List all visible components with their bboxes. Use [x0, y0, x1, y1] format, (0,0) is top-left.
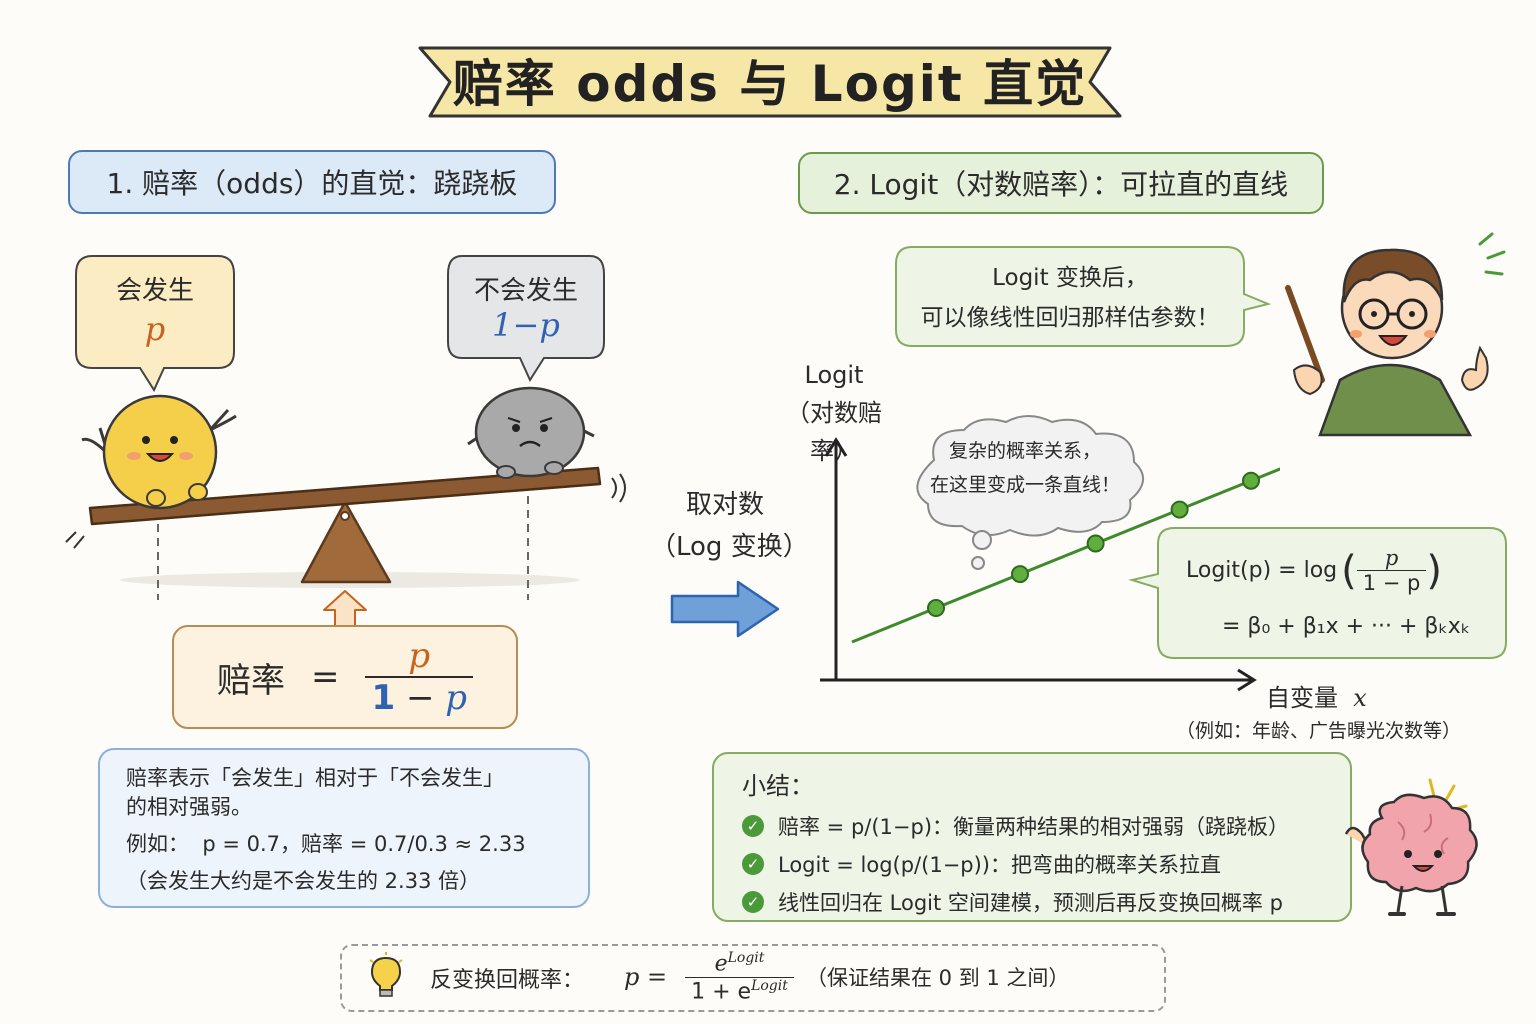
fit-point: [1086, 534, 1105, 553]
odds-fraction: p 1 − p: [365, 636, 474, 718]
happen-bubble: [75, 255, 235, 393]
happen-var: p: [144, 310, 166, 348]
odds-formula-box: 赔率 = p 1 − p: [172, 625, 518, 729]
fit-point: [1242, 471, 1260, 490]
inverse-formula: p = eLogit 1 + eLogit: [624, 948, 794, 1006]
up-arrow-icon: [323, 590, 367, 627]
summary-box: 小结： ✓赔率 = p/(1−p)：衡量两种结果的相对强弱（跷跷板） ✓Logi…: [712, 752, 1352, 922]
odds-note-line4: （会发生大约是不会发生的 2.33 倍）: [126, 869, 481, 893]
odds-denominator: 1 − p: [365, 676, 474, 718]
teacher-bubble-text: Logit 变换后， 可以像线性回归那样估参数！: [920, 265, 1220, 331]
section1-header: 1. 赔率（odds）的直觉：跷跷板: [68, 150, 556, 214]
right-arrow-icon: [670, 580, 780, 638]
brain-character: [1344, 778, 1478, 916]
inverse-note: （保证结果在 0 到 1 之间）: [806, 966, 1070, 990]
lightbulb-icon: [369, 952, 403, 997]
logit-formula-box: [1128, 527, 1507, 659]
sad-character: [467, 386, 595, 479]
odds-label: 赔率: [216, 660, 285, 701]
teacher-bubble: [895, 246, 1272, 347]
odds-note-line1: 赔率表示「会发生」相对于「不会发生」: [126, 766, 504, 790]
thought-cloud: [916, 415, 1144, 570]
logit-plot: [820, 437, 1280, 692]
summary-item: ✓Logit = log(p/(1−p))：把弯曲的概率关系拉直: [742, 845, 1322, 883]
seesaw-illustration: [65, 255, 626, 600]
inverse-transform-box: [340, 944, 1166, 1012]
logit-formula-rhs: = β₀ + β₁x + ··· + βₖxₖ: [1222, 614, 1471, 639]
thought-cloud-text: 复杂的概率关系， 在这里变成一条直线！: [929, 440, 1120, 496]
fit-point: [1170, 500, 1189, 519]
odds-note-box: 赔率表示「会发生」相对于「不会发生」 的相对强弱。 例如： p = 0.7，赔率…: [98, 748, 590, 908]
logit-formula-lhs: Logit(p) = log ( p 1 − p ): [1186, 546, 1442, 595]
page-title: 赔率 odds 与 Logit 直觉: [452, 55, 1088, 113]
odds-note-line2: 的相对强弱。: [126, 795, 252, 819]
check-icon: ✓: [742, 891, 764, 913]
y-axis-label: Logit （对数赔率）: [786, 361, 882, 465]
fit-point: [1011, 565, 1029, 584]
title-banner: [418, 46, 1122, 118]
odds-numerator: p: [408, 636, 431, 676]
check-icon: ✓: [742, 853, 764, 875]
summary-item: ✓线性回归在 Logit 空间建模，预测后再反变换回概率 p: [742, 883, 1322, 921]
x-axis-note: （例如：年龄、广告曝光次数等）: [1176, 720, 1462, 742]
x-axis-label: 自变量 x: [1266, 684, 1367, 712]
happy-character: [81, 394, 237, 510]
transform-label: 取对数 （Log 变换）: [650, 490, 809, 562]
summary-title: 小结：: [742, 772, 814, 800]
summary-item: ✓赔率 = p/(1−p)：衡量两种结果的相对强弱（跷跷板）: [742, 807, 1322, 845]
inverse-label: 反变换回概率：: [430, 968, 585, 993]
section2-header: 2. Logit（对数赔率）：可拉直的直线: [798, 152, 1324, 214]
not-happen-bubble: [447, 255, 605, 383]
not-happen-label: 不会发生: [473, 276, 578, 306]
teacher-character: [1285, 232, 1506, 437]
fit-point: [927, 599, 945, 618]
odds-note-line3: 例如： p = 0.7，赔率 = 0.7/0.3 ≈ 2.33: [126, 832, 526, 856]
not-happen-var: 1−p: [492, 306, 560, 344]
odds-equals: =: [310, 657, 340, 697]
check-icon: ✓: [742, 815, 764, 837]
happen-label: 会发生: [115, 276, 194, 306]
